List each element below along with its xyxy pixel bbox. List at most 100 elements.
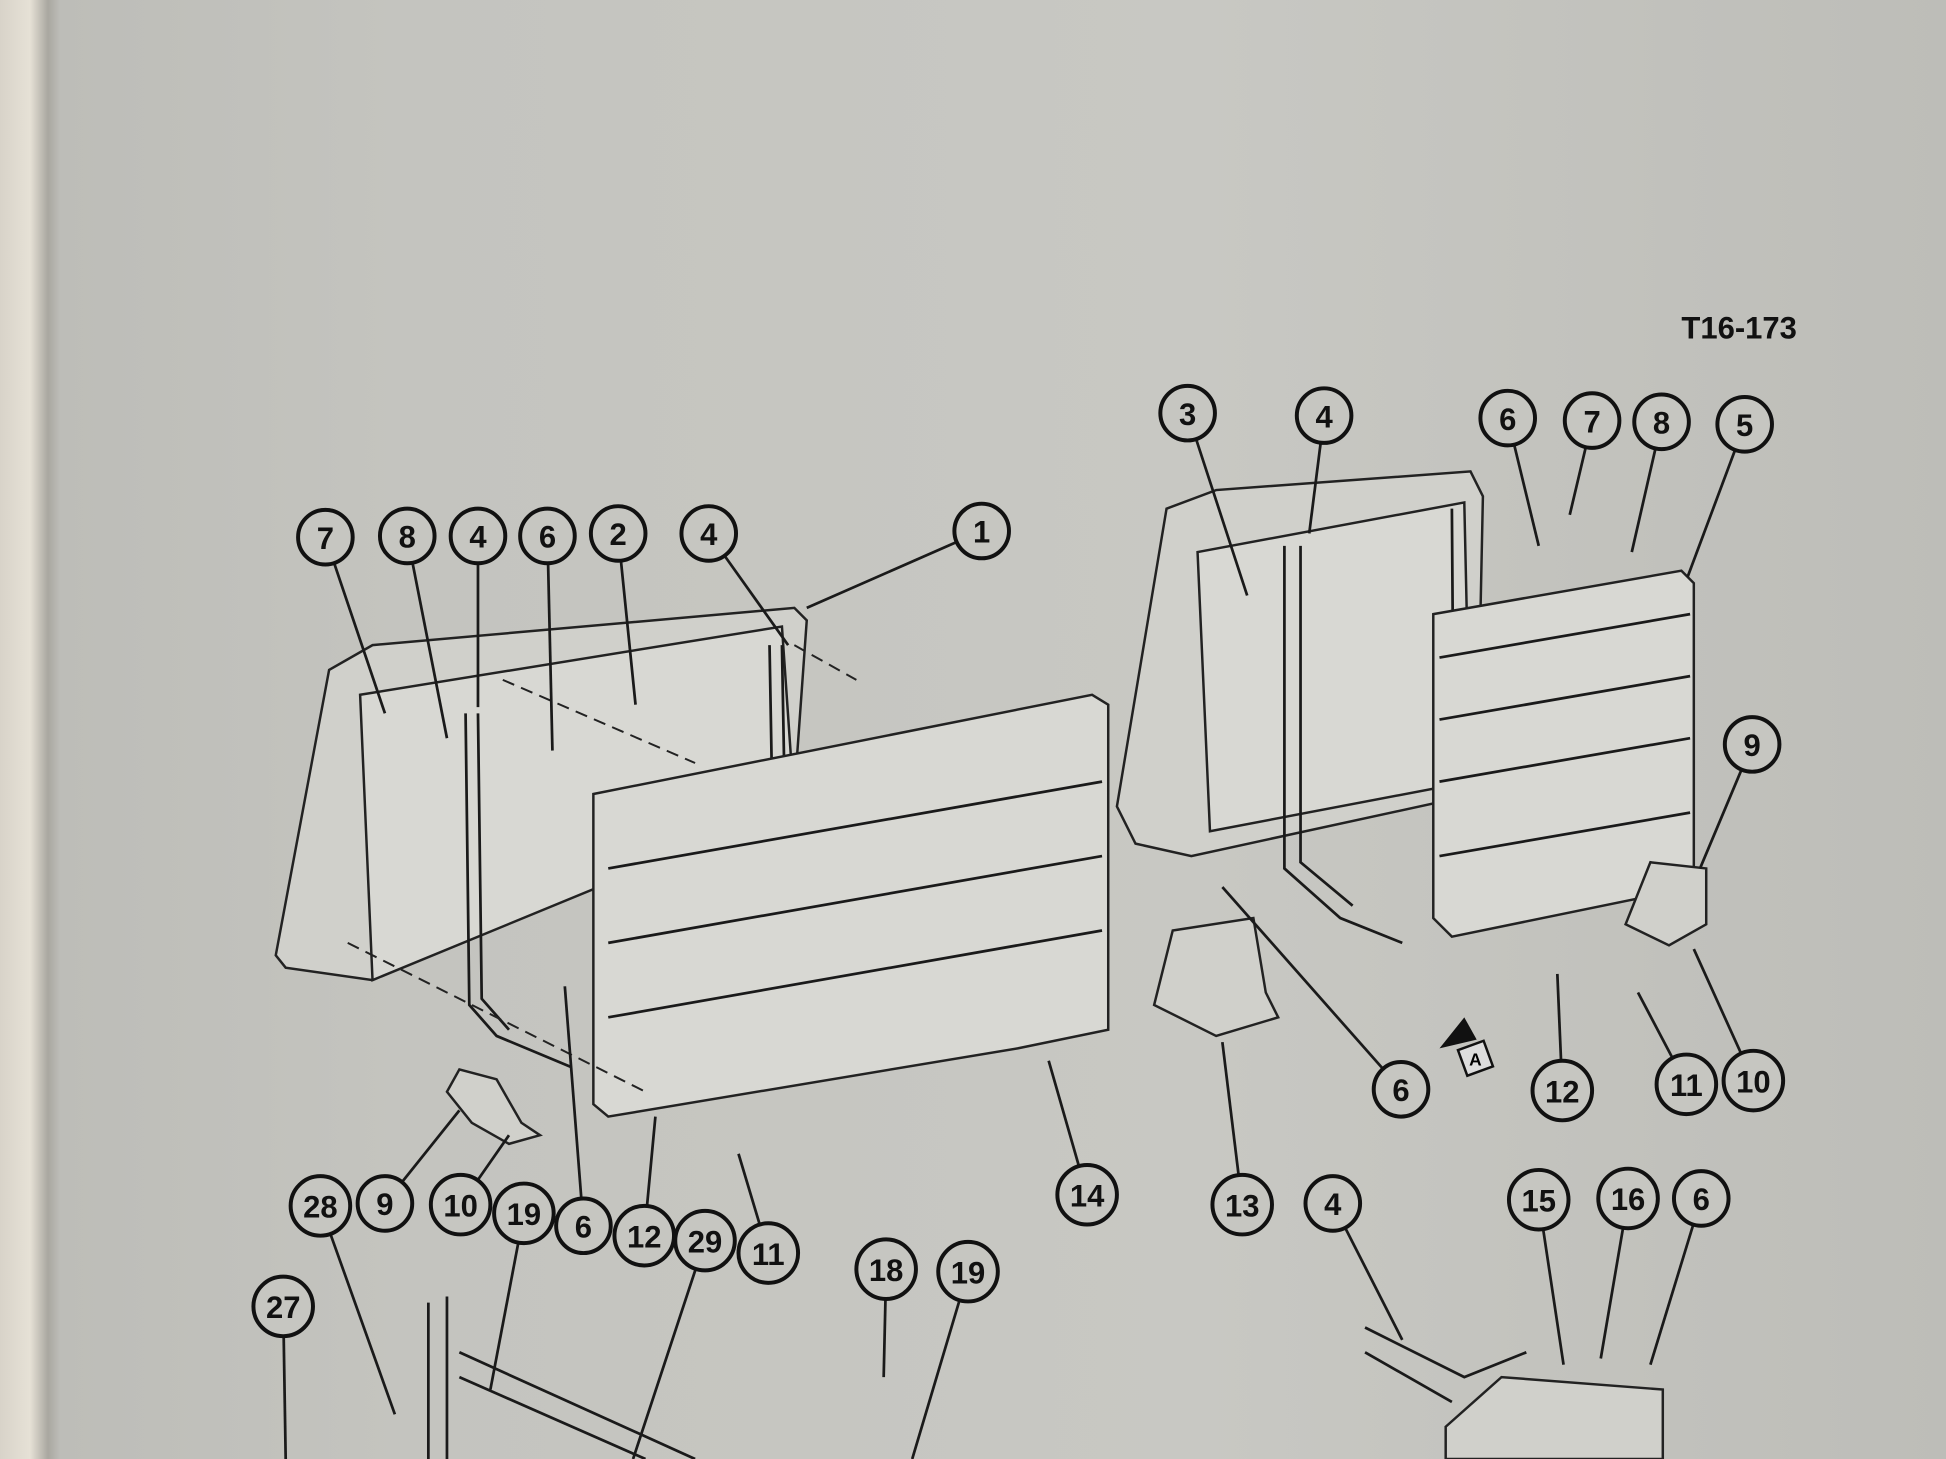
callout-circle bbox=[1506, 1167, 1571, 1232]
leader-line bbox=[333, 563, 387, 714]
callout-circle bbox=[355, 1174, 415, 1233]
callout-circle bbox=[296, 507, 355, 567]
leader-line bbox=[1307, 443, 1322, 534]
leader-line bbox=[882, 1297, 887, 1378]
leader-line bbox=[1513, 445, 1541, 547]
callout-label: 15 bbox=[1521, 1183, 1555, 1218]
callout-label: 11 bbox=[752, 1237, 785, 1272]
leader-line bbox=[563, 986, 583, 1198]
callout-18: 18 bbox=[854, 1237, 918, 1301]
callout-4: 4 bbox=[1303, 1174, 1363, 1233]
leader-line bbox=[1195, 439, 1249, 596]
callout-label: 6 bbox=[1392, 1073, 1409, 1108]
leader-line bbox=[631, 1267, 698, 1459]
left-seat-back-panel bbox=[592, 693, 1110, 1118]
callout-label: 8 bbox=[399, 520, 416, 555]
callout-label: 12 bbox=[627, 1219, 661, 1254]
callout-1: 1 bbox=[952, 501, 1011, 561]
callout-label: 9 bbox=[1744, 728, 1761, 763]
leader-line bbox=[1555, 973, 1563, 1063]
callout-label: 12 bbox=[1545, 1074, 1579, 1109]
leader-line bbox=[1344, 1228, 1404, 1341]
callout-13: 13 bbox=[1210, 1172, 1274, 1237]
leader-line bbox=[1636, 991, 1675, 1060]
callout-label: 8 bbox=[1653, 406, 1670, 441]
callout-label: 4 bbox=[469, 520, 487, 555]
leader-line bbox=[619, 561, 637, 705]
callout-circle bbox=[1055, 1162, 1119, 1227]
lower-seat-frame bbox=[426, 1296, 1665, 1459]
leader-line bbox=[724, 555, 790, 646]
callout-circle bbox=[251, 1274, 315, 1339]
view-arrow-a: A bbox=[1439, 1017, 1495, 1078]
leader-line bbox=[475, 1134, 511, 1183]
callout-6: 6 bbox=[1371, 1060, 1431, 1119]
callout-9: 9 bbox=[355, 1174, 415, 1233]
callout-circle bbox=[1530, 1058, 1595, 1123]
callout-circle bbox=[1562, 391, 1622, 450]
callout-circle bbox=[1671, 1169, 1731, 1228]
callout-label: 19 bbox=[507, 1197, 541, 1232]
callout-6: 6 bbox=[554, 1196, 613, 1256]
callout-label: 2 bbox=[610, 517, 627, 552]
callout-label: 7 bbox=[317, 521, 334, 556]
latch-left bbox=[445, 1067, 543, 1146]
callout-10: 10 bbox=[428, 1172, 493, 1237]
leader-line bbox=[645, 1116, 657, 1208]
callout-12: 12 bbox=[1530, 1058, 1595, 1123]
callout-label: 4 bbox=[1324, 1187, 1342, 1222]
callout-label: 1 bbox=[973, 515, 990, 550]
callout-2: 2 bbox=[588, 504, 648, 563]
view-label: A bbox=[1469, 1050, 1482, 1070]
callout-circle bbox=[1210, 1172, 1274, 1237]
callout-circle bbox=[736, 1221, 801, 1285]
callout-circle bbox=[1158, 383, 1217, 443]
callout-label: 13 bbox=[1225, 1188, 1259, 1223]
callout-label: 9 bbox=[376, 1187, 393, 1222]
callout-circle bbox=[448, 506, 508, 566]
callout-circle bbox=[1721, 1048, 1786, 1113]
callout-4: 4 bbox=[1294, 386, 1354, 445]
callout-6: 6 bbox=[1671, 1169, 1731, 1228]
callout-9: 9 bbox=[1722, 715, 1782, 774]
callout-label: 28 bbox=[303, 1190, 337, 1225]
leader-line bbox=[1541, 1227, 1565, 1365]
callout-label: 3 bbox=[1179, 397, 1196, 432]
callout-label: 6 bbox=[1693, 1182, 1710, 1217]
callout-10: 10 bbox=[1721, 1048, 1786, 1113]
callout-label: 11 bbox=[1670, 1068, 1703, 1103]
callout-circle bbox=[854, 1237, 918, 1301]
callout-16: 16 bbox=[1596, 1166, 1660, 1231]
leader-line bbox=[546, 564, 554, 751]
leader-line bbox=[737, 1153, 762, 1227]
callout-label: 14 bbox=[1070, 1178, 1105, 1213]
callout-circle bbox=[1596, 1166, 1660, 1231]
leader-line bbox=[1698, 770, 1743, 869]
leader-lines bbox=[282, 439, 1743, 1459]
callout-label: 10 bbox=[443, 1188, 477, 1223]
callout-circle bbox=[1303, 1174, 1363, 1233]
callout-circle bbox=[952, 501, 1011, 561]
callout-label: 5 bbox=[1736, 408, 1753, 443]
leader-line bbox=[806, 541, 957, 610]
callout-5: 5 bbox=[1715, 395, 1774, 454]
callout-label: 18 bbox=[869, 1253, 903, 1288]
callout-11: 11 bbox=[736, 1221, 801, 1285]
leader-line bbox=[411, 563, 449, 739]
leader-line bbox=[328, 1232, 397, 1415]
callout-circle bbox=[492, 1181, 556, 1246]
callout-7: 7 bbox=[1562, 391, 1622, 450]
callout-label: 19 bbox=[951, 1255, 985, 1290]
callout-circle bbox=[1294, 386, 1354, 445]
callout-6: 6 bbox=[1478, 388, 1537, 448]
callout-12: 12 bbox=[612, 1203, 676, 1268]
callout-15: 15 bbox=[1506, 1167, 1571, 1232]
callout-label: 27 bbox=[266, 1290, 300, 1325]
callout-3: 3 bbox=[1158, 383, 1217, 443]
seat-bracket bbox=[1152, 916, 1280, 1038]
callout-6: 6 bbox=[518, 506, 577, 566]
leader-line bbox=[1047, 1060, 1081, 1168]
callout-circle bbox=[428, 1172, 493, 1237]
